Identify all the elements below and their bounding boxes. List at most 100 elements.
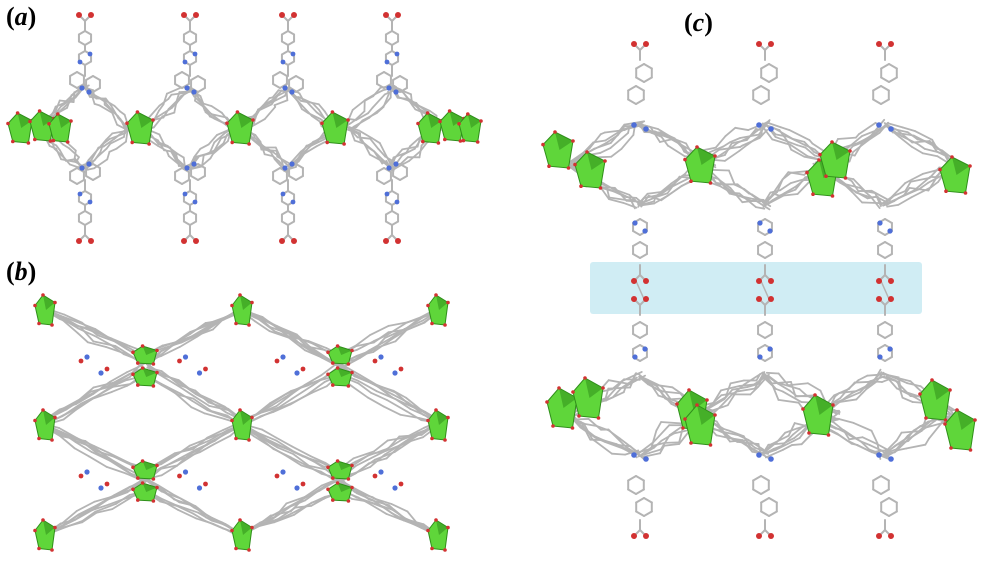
oxygen-vertex <box>151 362 156 366</box>
oxygen-vertex <box>326 465 330 470</box>
oxygen-vertex <box>33 418 37 423</box>
oxygen-vertex <box>331 383 335 387</box>
bond-stick <box>581 425 596 438</box>
bond-stick <box>901 135 919 145</box>
bond-stick <box>383 507 402 520</box>
oxygen-vertex <box>320 121 324 125</box>
bond-stick <box>315 141 325 148</box>
oxygen-atom <box>193 12 199 18</box>
bond-stick <box>60 158 77 163</box>
bond-stick <box>159 500 179 507</box>
bond-stick <box>173 103 177 114</box>
bond-stick <box>752 85 762 92</box>
metal-polyhedron <box>426 408 450 442</box>
bond-stick <box>847 135 863 149</box>
bond-stick <box>390 503 409 513</box>
oxygen-vertex <box>545 400 549 404</box>
bond-stick <box>77 327 96 337</box>
bond-stick <box>108 147 118 153</box>
bond-stick <box>769 189 782 194</box>
bond-stick <box>632 241 641 247</box>
bond-stick <box>389 156 395 168</box>
bond-stick <box>190 406 206 415</box>
oxygen-vertex <box>234 321 238 326</box>
polyhedron-shade <box>240 520 252 535</box>
bond-stick <box>203 412 225 420</box>
bond-stick <box>369 503 388 515</box>
oxygen-atom <box>274 358 280 364</box>
bond-stick <box>307 112 322 120</box>
bond-stick <box>604 131 620 142</box>
oxygen-vertex <box>250 415 254 420</box>
oxygen-atom <box>768 296 774 302</box>
bond-stick <box>800 434 812 446</box>
polyhedron-shade <box>337 461 352 470</box>
oxygen-vertex <box>247 548 251 552</box>
polyhedron-shade <box>43 295 55 310</box>
metal-polyhedron <box>943 408 977 452</box>
bond-stick <box>384 50 393 56</box>
bond-stick <box>111 111 118 126</box>
bond-stick <box>393 440 412 453</box>
bond-stick <box>254 320 271 333</box>
nitrogen-atom <box>280 469 286 475</box>
bond-stick <box>78 322 97 330</box>
bond-stick <box>659 186 673 196</box>
bond-stick <box>888 63 898 70</box>
bond-stick <box>351 99 367 111</box>
polyhedron-shade <box>932 380 950 400</box>
bond-stick <box>373 150 384 165</box>
nitrogen-atom <box>642 228 648 234</box>
oxygen-vertex <box>443 137 447 142</box>
oxygen-vertex <box>37 321 41 326</box>
bond-stick <box>846 439 859 447</box>
bond-stick <box>627 488 637 495</box>
oxygen-atom <box>76 238 82 244</box>
oxygen-vertex <box>350 463 354 468</box>
bond-stick <box>214 142 225 151</box>
bond-stick <box>928 166 941 179</box>
bond-stick <box>272 447 289 458</box>
bond-stick <box>79 440 97 452</box>
bond-stick <box>226 135 231 143</box>
bond-stick <box>182 200 191 206</box>
bond-stick <box>258 432 277 442</box>
bond-stick <box>722 428 730 432</box>
bond-stick <box>87 144 103 161</box>
oxygen-vertex <box>155 463 159 468</box>
bond-stick <box>833 387 850 397</box>
bond-stick <box>900 389 921 398</box>
oxygen-vertex <box>416 121 420 126</box>
bond-stick <box>640 375 659 388</box>
bond-stick <box>914 130 934 141</box>
bond-stick <box>279 179 288 185</box>
bond-stick <box>99 143 105 154</box>
bond-stick <box>904 178 913 185</box>
bond-stick <box>639 123 659 130</box>
bond-stick <box>728 137 741 144</box>
oxygen-vertex <box>135 110 140 114</box>
nitrogen-atom <box>294 370 300 376</box>
bond-stick <box>352 450 375 460</box>
metal-polyhedron <box>230 293 254 327</box>
bond-stick <box>384 40 393 46</box>
bond-stick <box>880 85 890 92</box>
bond-stick <box>670 173 686 185</box>
oxygen-vertex <box>140 459 145 463</box>
bond-stick <box>714 181 723 185</box>
bond-stick <box>605 134 619 144</box>
metal-polyhedron <box>47 112 73 144</box>
polyhedron-shade <box>957 410 975 430</box>
bond-stick <box>295 163 304 169</box>
metal-polyhedron <box>33 408 57 442</box>
nitrogen-atom <box>631 452 637 458</box>
bond-stick <box>305 380 326 397</box>
oxygen-vertex <box>238 408 242 412</box>
nitrogen-atom <box>756 452 762 458</box>
bond-stick <box>97 385 114 397</box>
bond-stick <box>111 384 128 393</box>
bond-stick <box>615 190 631 200</box>
bond-stick <box>169 146 178 160</box>
nitrogen-atom <box>887 228 893 234</box>
oxygen-vertex <box>33 528 37 533</box>
